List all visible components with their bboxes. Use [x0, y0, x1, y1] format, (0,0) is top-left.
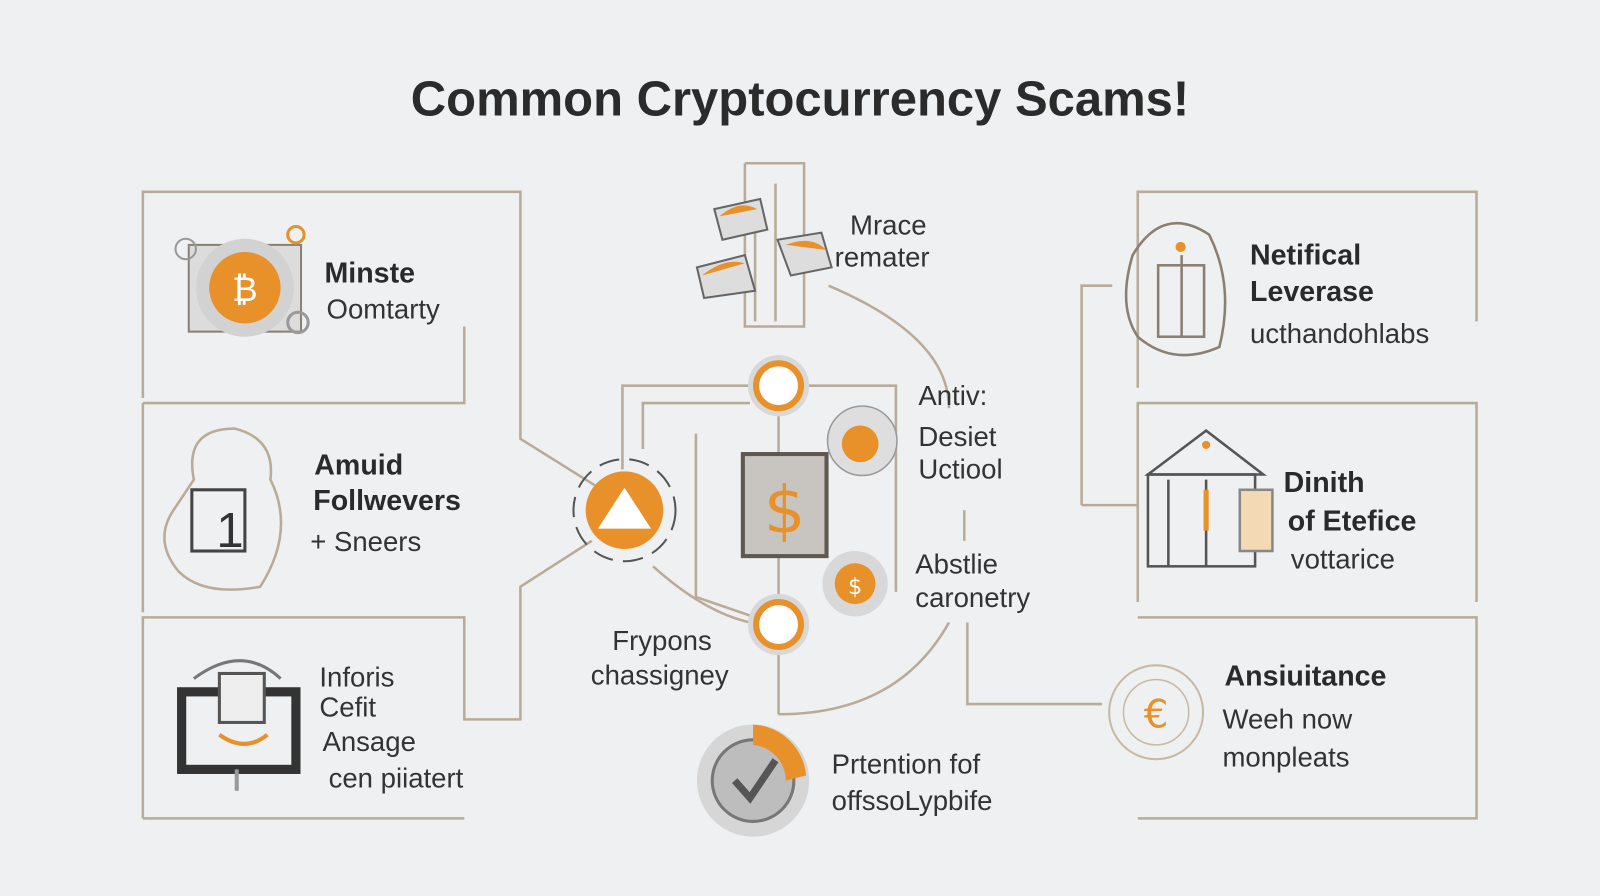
panel-subtitle: vottarice — [1290, 543, 1395, 575]
svg-text:$: $ — [764, 473, 806, 549]
center-label: chassigney — [590, 660, 729, 691]
center-label: caronetry — [915, 582, 1031, 614]
svg-text:1: 1 — [216, 504, 243, 558]
center-label: Desiet — [918, 421, 997, 453]
svg-text:€: € — [1144, 693, 1169, 738]
panel-subtitle: Oomtarty — [326, 293, 440, 325]
panel-title: Follwevers — [313, 484, 461, 517]
euro-coin-icon: € — [1108, 664, 1205, 761]
panel-text: Weeh now — [1222, 704, 1353, 735]
panel-subtitle: + Sneers — [310, 526, 422, 558]
gear-nodes: $ $ — [572, 355, 898, 837]
monitor-chip-icon — [177, 659, 301, 791]
center-label: Prtention fof — [831, 748, 981, 780]
svg-text:₿: ₿ — [232, 270, 258, 310]
svg-text:$: $ — [848, 574, 862, 600]
bitcoin-gear-icon: ₿ — [174, 224, 310, 337]
panel-title: Dinith — [1283, 466, 1365, 498]
center-label: Mrace — [849, 210, 927, 241]
center-label: offssoLypbife — [831, 785, 993, 817]
panel-title: Ansiuitance — [1224, 660, 1387, 692]
panel-text: cen piiatert — [328, 763, 464, 794]
head-profile-icon: 1 — [163, 427, 283, 591]
page-title: Common Cryptocurrency Scams! — [410, 72, 1190, 127]
bank-building-icon — [1144, 429, 1274, 568]
center-label: Abstlie — [915, 548, 998, 580]
panel-title: Netifical — [1249, 238, 1362, 271]
panel-title: of Etefice — [1287, 505, 1417, 537]
panel-title: Leverase — [1249, 275, 1374, 308]
center-label: remater — [834, 241, 930, 273]
panel-text: monpleats — [1222, 741, 1350, 773]
panel-title: Minste — [324, 257, 415, 289]
center-label: Frypons — [612, 625, 712, 657]
panel-text: Ansage — [322, 726, 416, 758]
center-label: Uctiool — [918, 454, 1003, 485]
panel-title: Amuid — [314, 448, 404, 481]
panel-text: Inforis — [319, 662, 395, 693]
panel-text: Cefit — [319, 691, 377, 723]
center-label: Antiv: — [918, 380, 988, 412]
coin-stack-icon — [695, 197, 833, 300]
panel-subtitle: ucthandohlabs — [1249, 318, 1430, 349]
robot-head-icon — [1124, 221, 1227, 357]
